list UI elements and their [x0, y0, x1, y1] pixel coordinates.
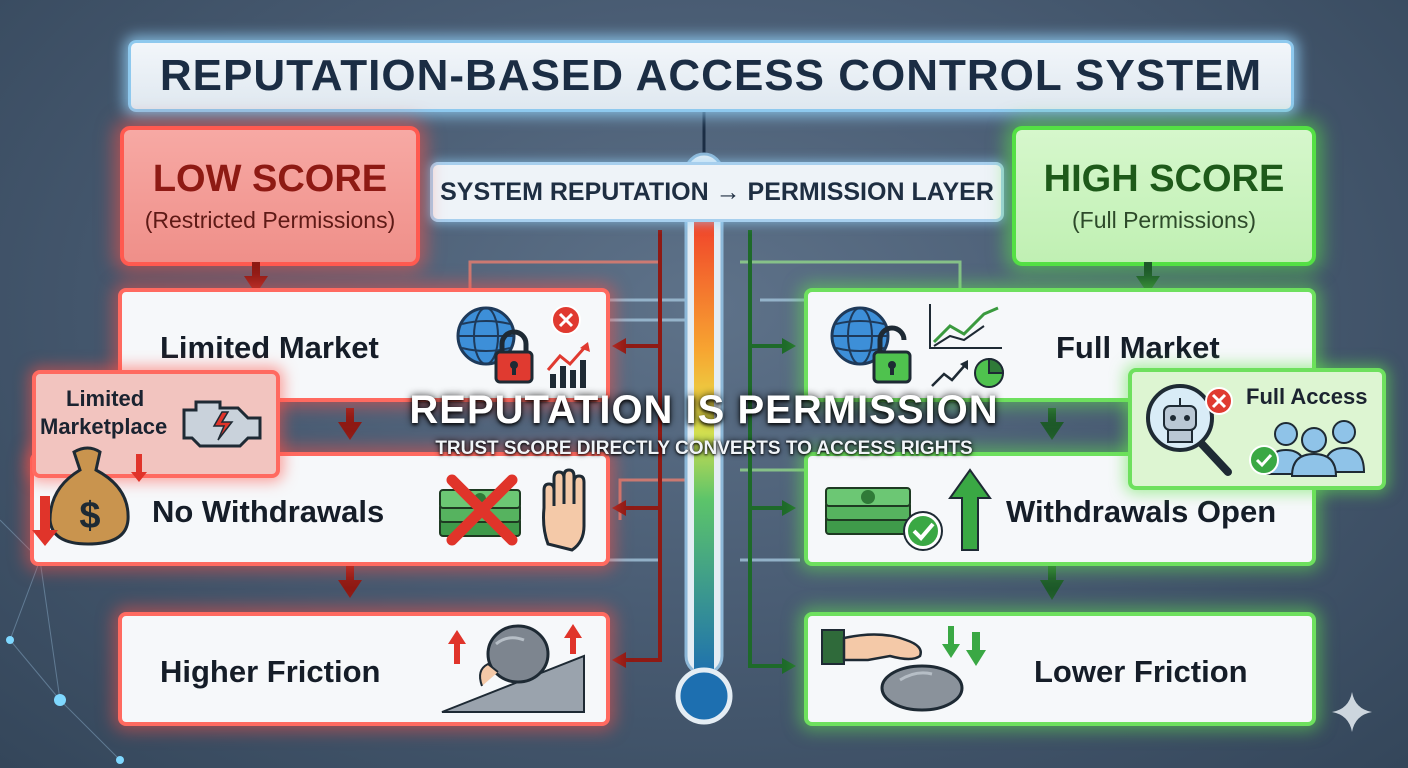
lower-friction-label: Lower Friction: [1034, 654, 1248, 689]
limited-market-card: Limited Market: [118, 288, 610, 402]
check-circle-icon: [903, 511, 943, 551]
red-x-icon: [446, 474, 518, 546]
lower-friction-card: Lower Friction: [804, 612, 1316, 726]
higher-friction-label: Higher Friction: [160, 654, 381, 689]
thermometer-gauge: [675, 152, 733, 725]
money-bag-icon: $: [32, 446, 147, 546]
stone-icon: [880, 664, 964, 712]
limited-marketplace-callout: Limited Marketplace: [32, 370, 280, 478]
callout-line-2: Marketplace: [40, 414, 168, 439]
full-market-label: Full Market: [1056, 330, 1220, 365]
pie-chart-icon: [974, 357, 1005, 388]
declining-chart-icon: [546, 342, 590, 388]
rising-chart-icon: [929, 304, 1002, 349]
hand-icon: [821, 629, 922, 665]
high-score-box: HIGH SCORE (Full Permissions): [1012, 126, 1316, 266]
higher-friction-card: Higher Friction: [118, 612, 610, 726]
permission-layer-box: SYSTEM REPUTATION → PERMISSION LAYER: [430, 162, 1004, 222]
stop-hand-icon: [542, 468, 586, 552]
magnifier-robot-icon: [1146, 384, 1232, 476]
low-score-subheading: (Restricted Permissions): [144, 207, 396, 233]
x-circle-icon: [551, 305, 581, 335]
padlock-icon: [494, 329, 534, 384]
withdrawals-open-card: Withdrawals Open: [804, 452, 1316, 566]
full-access-callout: Full Access: [1128, 368, 1386, 490]
sparkle-icon: [1332, 692, 1372, 732]
open-padlock-icon: [872, 325, 912, 384]
boulder-icon: [441, 624, 585, 713]
callout-line-1: Limited: [66, 386, 145, 411]
down-arrow-icon: [942, 626, 986, 666]
withdrawals-open-label: Withdrawals Open: [1006, 494, 1277, 529]
up-arrow-icon: [948, 468, 992, 551]
full-access-label: Full Access: [1246, 384, 1368, 409]
rising-chart-icon: [931, 360, 968, 387]
title-banner: REPUTATION-BASED ACCESS CONTROL SYSTEM: [128, 40, 1294, 112]
limited-market-label: Limited Market: [160, 330, 379, 365]
cash-stack-icon: [825, 487, 911, 535]
network-node: [6, 636, 14, 644]
svg-text:$: $: [79, 495, 100, 537]
low-score-box: LOW SCORE (Restricted Permissions): [120, 126, 420, 266]
center-headline: REPUTATION IS PERMISSION: [409, 388, 999, 432]
high-score-subheading: (Full Permissions): [1071, 207, 1257, 233]
x-circle-icon: [1205, 387, 1233, 415]
check-circle-icon: [1249, 445, 1279, 475]
low-score-heading: LOW SCORE: [152, 158, 388, 200]
network-node: [116, 756, 124, 764]
permission-layer-label: SYSTEM REPUTATION → PERMISSION LAYER: [440, 177, 994, 206]
page-title: REPUTATION-BASED ACCESS CONTROL SYSTEM: [159, 51, 1263, 100]
engine-warning-icon: [182, 400, 262, 448]
center-subline: TRUST SCORE DIRECTLY CONVERTS TO ACCESS …: [435, 438, 973, 459]
network-node: [54, 694, 66, 706]
high-score-heading: HIGH SCORE: [1043, 158, 1285, 200]
no-withdrawals-label: No Withdrawals: [152, 494, 385, 529]
